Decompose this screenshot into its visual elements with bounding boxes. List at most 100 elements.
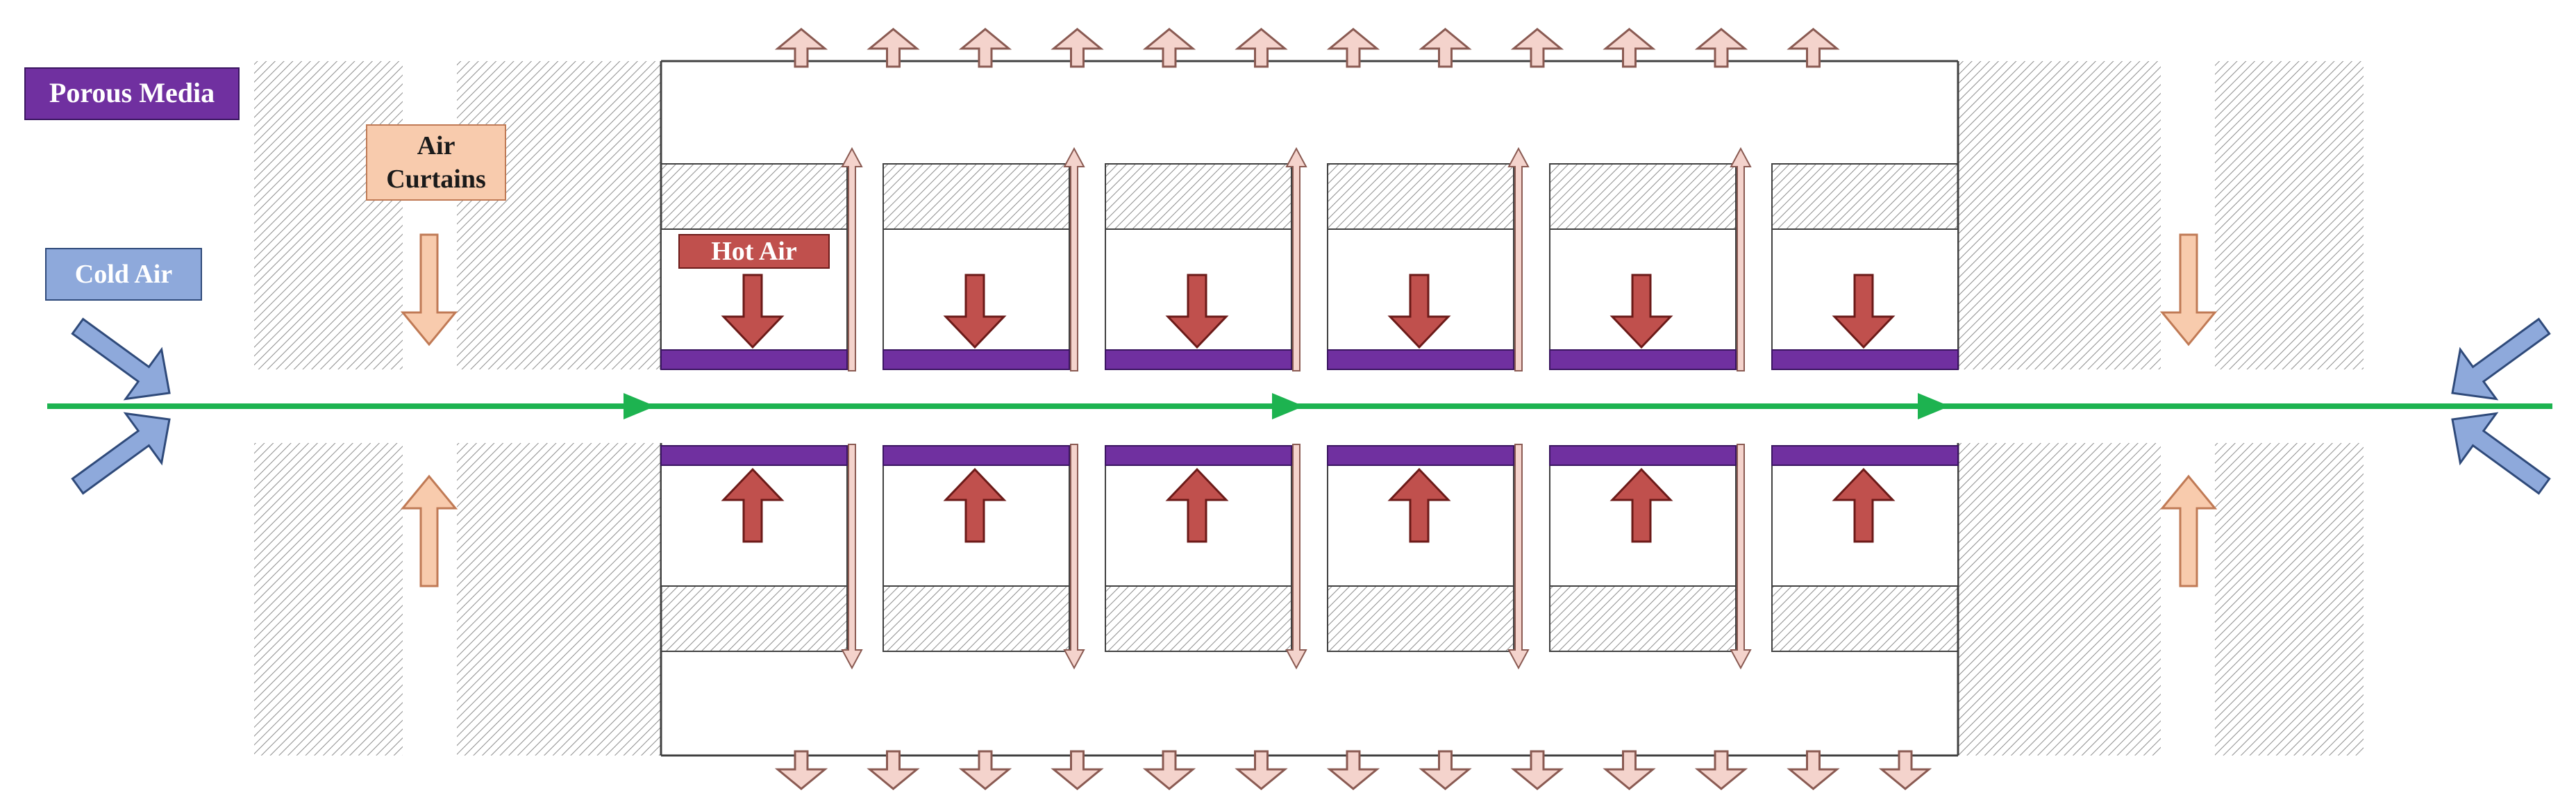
hot-air-up-arrow-icon [721,467,785,543]
air-curtain-arrows [400,233,2218,587]
porous-media-strip-bottom [660,445,848,466]
hatched-wall [457,61,661,369]
air-curtain-up-arrow-icon [400,474,458,587]
exhaust-up-arrow-icon [1235,28,1288,68]
porous-media-strip-bottom [883,445,1070,466]
porous-media-strip-top [883,349,1070,370]
exhaust-up-arrow-icon [774,28,828,68]
hatched-wall [254,443,403,755]
hot-air-down-arrow-icon [1832,274,1896,349]
exhaust-up-arrow-icon [1142,28,1196,68]
exhaust-up-arrow-icon [1510,28,1564,68]
cold-air-label: Cold Air [75,260,173,289]
cold-air-arrow-shape [2451,317,2551,401]
upward-exhaust-channel-icon [1063,147,1085,371]
downward-exhaust-channel-icon [1285,444,1307,670]
lower-hatched-block [1327,585,1514,652]
hot-air-up-arrow-icon [1387,467,1451,543]
cold-air-legend: Cold Air [45,248,202,301]
hatched-wall [2215,443,2364,755]
air-curtains-label-line2: Curtains [386,165,486,194]
hot-air-up-arrow-icon [1609,467,1673,543]
porous-media-label: Porous Media [49,77,215,108]
exhaust-channels [841,147,1752,670]
exhaust-arrows [774,28,1932,790]
porous-media-strip-bottom [1771,445,1959,466]
upper-hatched-block [883,163,1070,230]
hatched-wall [1958,61,2161,369]
cold-air-arrow-shape [2451,412,2551,495]
cold-air-arrow-icon [71,317,171,401]
air-curtains-legend: Air Curtains [366,124,506,201]
exhaust-down-arrow-icon [1051,750,1104,790]
upper-hatched-block [1549,163,1737,230]
exhaust-up-arrow-icon [958,28,1012,68]
exhaust-up-arrow-icon [1694,28,1748,68]
exhaust-down-arrow-icon [1510,750,1564,790]
porous-media-legend: Porous Media [24,67,240,120]
air-curtain-up-arrow-icon [2159,474,2218,587]
cold-air-arrow-icon [2451,317,2551,401]
hot-air-up-arrow-icon [1832,467,1896,543]
air-curtains-swatch [366,124,506,201]
cold-air-arrow-shape [71,317,171,401]
air-curtains-label-line1: Air [417,131,455,160]
hatched-walls [254,61,2364,755]
porous-media-strip-bottom [1105,445,1292,466]
flow-direction-triangle-icon [624,393,655,419]
exhaust-up-arrow-icon [1603,28,1656,68]
upward-exhaust-channel-icon [1507,147,1530,371]
porous-media-layers [660,349,1959,466]
lower-hatched-block [660,585,848,652]
flow-direction-triangle-icon [1272,393,1304,419]
exhaust-down-arrow-icon [1142,750,1196,790]
hot-air-down-arrow-icon [721,274,785,349]
exhaust-up-arrow-icon [1787,28,1840,68]
porous-media-strip-bottom [1327,445,1514,466]
porous-media-strip-top [660,349,848,370]
downward-exhaust-channel-icon [1730,444,1752,670]
cold-air-arrows [71,317,2551,495]
lower-hatched-block [1549,585,1737,652]
porous-media-strip-top [1105,349,1292,370]
hot-air-up-arrow-icon [943,467,1007,543]
hatched-wall [1958,443,2161,755]
air-curtain-down-arrow-icon [2159,233,2218,346]
exhaust-up-arrow-icon [1051,28,1104,68]
exhaust-down-arrow-icon [774,750,828,790]
porous-media-strip-top [1549,349,1737,370]
cold-air-arrow-icon [2451,412,2551,495]
upper-hatched-block [1771,163,1959,230]
hot-air-label: Hot Air [711,237,797,266]
hot-air-arrows [721,274,1896,543]
cold-air-arrow-shape [71,412,171,495]
hot-air-down-arrow-icon [1387,274,1451,349]
hot-air-swatch [678,234,830,269]
air-curtain-down-arrow-icon [400,233,458,346]
exhaust-up-arrow-icon [867,28,920,68]
upward-exhaust-channel-icon [841,147,863,371]
downward-exhaust-channel-icon [1507,444,1530,670]
upper-hatched-block [1327,163,1514,230]
lower-hatched-block [1105,585,1292,652]
porous-media-strip-bottom [1549,445,1737,466]
hatched-wall [2215,61,2364,369]
product-flow-line [47,393,2552,419]
porous-media-strip-top [1771,349,1959,370]
exhaust-down-arrow-icon [1787,750,1840,790]
hot-air-legend: Hot Air [678,234,830,269]
exhaust-down-arrow-icon [867,750,920,790]
exhaust-down-arrow-icon [1603,750,1656,790]
cold-air-swatch [45,248,202,301]
exhaust-down-arrow-icon [1694,750,1748,790]
exhaust-up-arrow-icon [1419,28,1472,68]
hatched-wall [457,443,661,755]
exhaust-down-arrow-icon [1419,750,1472,790]
porous-media-strip-top [1327,349,1514,370]
lower-hatched-block [883,585,1070,652]
downward-exhaust-channel-icon [841,444,863,670]
upward-exhaust-channel-icon [1285,147,1307,371]
exhaust-down-arrow-icon [1326,750,1380,790]
exhaust-down-arrow-icon [958,750,1012,790]
